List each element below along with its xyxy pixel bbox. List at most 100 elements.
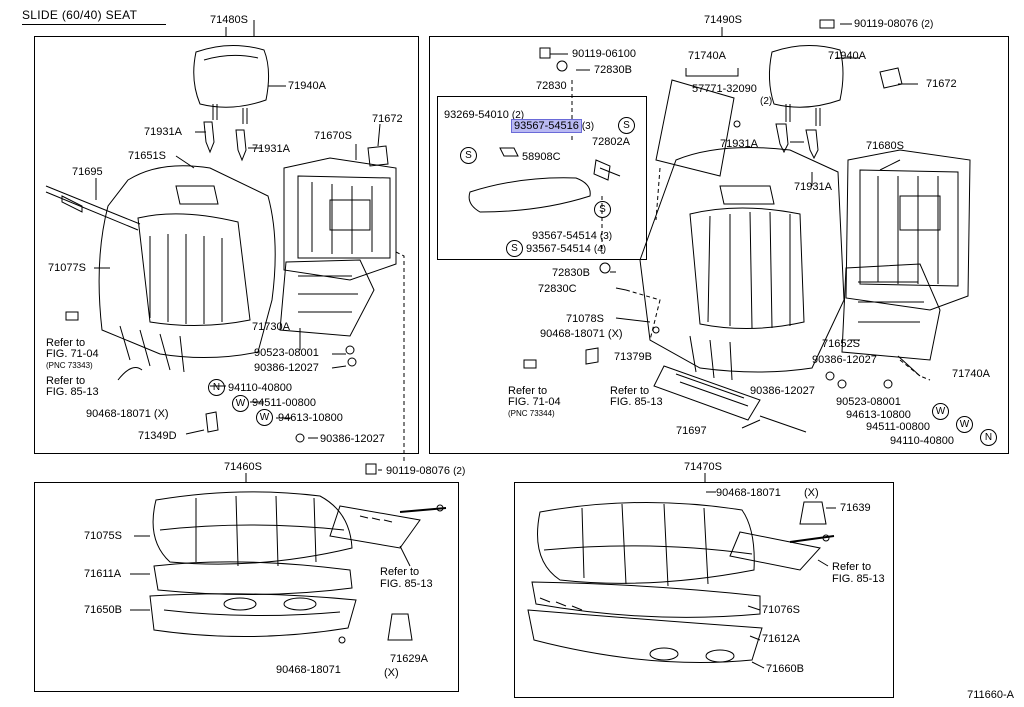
part-71940a-left[interactable]: 71940A: [288, 80, 326, 92]
part-90468-18071-right[interactable]: 90468-18071 (X): [540, 328, 623, 340]
symbol-s-inset-2: S: [460, 147, 477, 164]
refer-fig-85-13-left[interactable]: Refer to FIG. 85-13: [46, 376, 99, 398]
part-71931a-right-1[interactable]: 71931A: [720, 138, 758, 150]
part-71931a-left-1[interactable]: 71931A: [144, 126, 182, 138]
refer-fig: FIG. 71-04: [46, 348, 99, 360]
part-94110-40800-right[interactable]: 94110-40800: [890, 435, 955, 447]
refer-text: Refer to: [508, 385, 548, 397]
part-90523-08001-left[interactable]: 90523-08001: [254, 347, 319, 359]
part-90119-06100[interactable]: 90119-06100: [572, 48, 637, 60]
part-71740a[interactable]: 71740A: [952, 368, 990, 380]
refer-fig-85-13-cushion-left[interactable]: Refer to FIG. 85-13: [380, 566, 433, 590]
symbol-n-left: N: [208, 379, 225, 396]
refer-text: Refer to: [610, 385, 650, 397]
part-71076s[interactable]: 71076S: [762, 604, 800, 616]
part-72830b-bottom[interactable]: 72830B: [552, 267, 590, 279]
part-90119-08076-bottom[interactable]: 90119-08076 (2): [386, 465, 465, 478]
part-no: 93567-54514: [532, 230, 597, 242]
part-71670s[interactable]: 71670S: [314, 130, 352, 142]
part-71651s[interactable]: 71651S: [128, 150, 166, 162]
right-seatback-panel: [429, 36, 1009, 454]
refer-fig-71-04-right[interactable]: Refer to FIG. 71-04 (PNC 73344): [508, 386, 561, 419]
part-no: 90119-08076: [386, 465, 451, 477]
part-90386-12027-right-2[interactable]: 90386-12027: [750, 385, 815, 397]
part-93567-54514-3[interactable]: 93567-54514 (3): [532, 230, 612, 243]
part-qty-x-cushion-right: (X): [804, 487, 819, 499]
refer-text: Refer to: [46, 337, 86, 349]
part-71077s[interactable]: 71077S: [48, 262, 86, 274]
symbol-s-inset-3: S: [594, 201, 611, 218]
part-qty: (4): [593, 244, 607, 255]
refer-fig-85-13-cushion-right[interactable]: Refer to FIG. 85-13: [832, 561, 885, 585]
part-71078s[interactable]: 71078S: [566, 313, 604, 325]
symbol-w-right-1: W: [932, 403, 949, 420]
part-94110-40800-left[interactable]: 94110-40800: [228, 382, 293, 394]
part-71629a[interactable]: 71629A: [390, 653, 428, 665]
part-71379b[interactable]: 71379B: [614, 351, 652, 363]
part-57771-32090[interactable]: 57771-32090: [692, 83, 757, 95]
part-71611a[interactable]: 71611A: [84, 568, 122, 580]
part-94511-00800-left[interactable]: 94511-00800: [252, 397, 317, 409]
part-90468-18071-left[interactable]: 90468-18071 (X): [86, 408, 169, 420]
left-seatback-panel: [34, 36, 419, 454]
part-90468-18071-cushion-left[interactable]: 90468-18071: [276, 664, 341, 676]
part-71672-left[interactable]: 71672: [372, 113, 403, 125]
part-qty: (3): [581, 121, 595, 132]
left-cushion-assy-label: 71460S: [224, 461, 262, 473]
part-94613-10800-right[interactable]: 94613-10800: [846, 409, 911, 421]
part-72830c[interactable]: 72830C: [538, 283, 577, 295]
part-94511-00800-right[interactable]: 94511-00800: [866, 421, 931, 433]
part-71349d[interactable]: 71349D: [138, 430, 177, 442]
part-93269-54010[interactable]: 93269-54010 (2): [444, 109, 524, 122]
right-cushion-assy-label: 71470S: [684, 461, 722, 473]
title-underline: [22, 24, 166, 25]
refer-pnc: (PNC 73344): [508, 409, 555, 418]
part-71730a[interactable]: 71730A: [252, 321, 290, 333]
part-90386-12027-left-2[interactable]: 90386-12027: [320, 433, 385, 445]
refer-fig-85-13-right[interactable]: Refer to FIG. 85-13: [610, 386, 663, 408]
part-71803b[interactable]: 71740A: [688, 50, 726, 62]
part-71650b[interactable]: 71650B: [84, 604, 122, 616]
part-72830[interactable]: 72830: [536, 80, 567, 92]
diagram-title: SLIDE (60/40) SEAT: [22, 8, 138, 22]
part-90523-08001-right[interactable]: 90523-08001: [836, 396, 901, 408]
right-cushion-panel: [514, 482, 894, 698]
part-72830b-top[interactable]: 72830B: [594, 64, 632, 76]
part-71075s[interactable]: 71075S: [84, 530, 122, 542]
part-qty: (2): [511, 110, 525, 121]
part-71652s[interactable]: 71652S: [822, 338, 860, 350]
part-58908c[interactable]: 58908C: [522, 151, 561, 163]
part-71940a-right[interactable]: 71940A: [828, 50, 866, 62]
part-71672-right[interactable]: 71672: [926, 78, 957, 90]
part-90386-12027-left-1[interactable]: 90386-12027: [254, 362, 319, 374]
refer-fig-71-04-left[interactable]: Refer to FIG. 71-04 (PNC 73343): [46, 338, 99, 371]
refer-fig: FIG. 71-04: [508, 396, 561, 408]
refer-text: Refer to: [380, 566, 420, 578]
part-no: 93567-54514: [526, 243, 591, 255]
part-94613-10800-left[interactable]: 94613-10800: [278, 412, 343, 424]
part-90119-08076-top[interactable]: 90119-08076 (2): [854, 18, 933, 31]
part-71697[interactable]: 71697: [676, 425, 707, 437]
part-71639[interactable]: 71639: [840, 502, 871, 514]
part-93567-54514-4[interactable]: 93567-54514 (4): [526, 243, 606, 256]
part-no: 90119-08076: [854, 18, 919, 30]
refer-text: Refer to: [46, 375, 86, 387]
part-qty: (3): [599, 231, 613, 242]
part-71931a-right-2[interactable]: 71931A: [794, 181, 832, 193]
part-qty: (2): [453, 466, 466, 477]
part-90386-12027-right-1[interactable]: 90386-12027: [812, 354, 877, 366]
refer-fig: FIG. 85-13: [46, 386, 99, 398]
part-71695[interactable]: 71695: [72, 166, 103, 178]
right-back-assy-label: 71490S: [704, 14, 742, 26]
part-no: 90468-18071: [540, 328, 605, 340]
symbol-n-right: N: [980, 429, 997, 446]
part-72802a[interactable]: 72802A: [592, 136, 630, 148]
refer-text: Refer to: [832, 561, 872, 573]
part-90468-18071-cushion-right[interactable]: 90468-18071: [716, 487, 781, 499]
part-71660b[interactable]: 71660B: [766, 663, 804, 675]
part-71931a-left-2[interactable]: 71931A: [252, 143, 290, 155]
part-93567-54516[interactable]: 93567-54516(3): [511, 119, 595, 133]
part-71680s[interactable]: 71680S: [866, 140, 904, 152]
part-71612a[interactable]: 71612A: [762, 633, 800, 645]
